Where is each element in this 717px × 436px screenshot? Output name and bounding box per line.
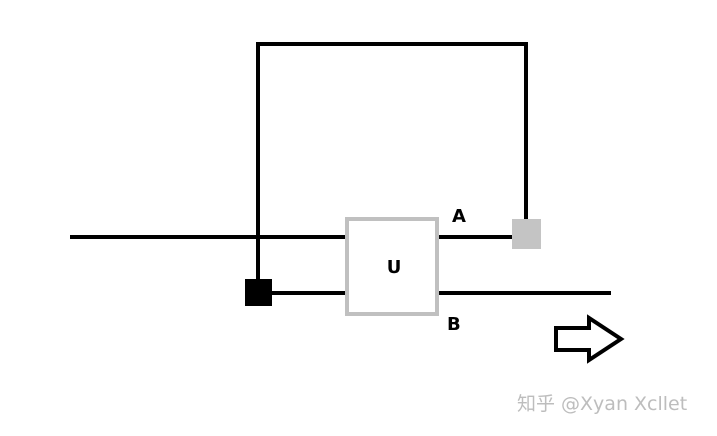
arrow-right-icon <box>554 314 625 364</box>
watermark-text: 知乎 @Xyan Xcllet <box>517 393 687 415</box>
feedback-loop-wire <box>256 42 528 280</box>
node-light <box>512 219 541 249</box>
port-a-label: A <box>452 206 466 227</box>
block-u-label: U <box>387 257 402 278</box>
port-b-label: B <box>447 314 461 335</box>
block-u <box>345 217 439 316</box>
node-dark <box>245 279 272 306</box>
